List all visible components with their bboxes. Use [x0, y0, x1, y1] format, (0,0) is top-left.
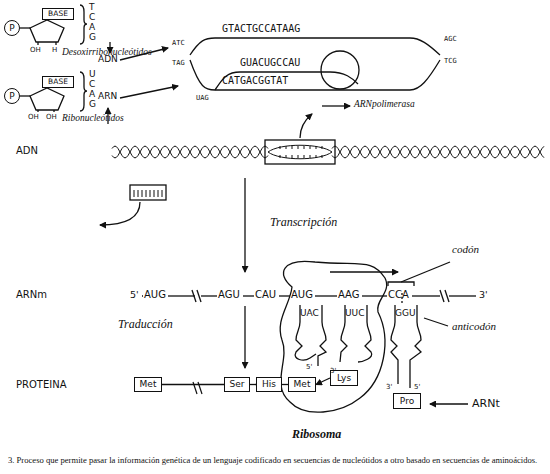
label: AUG	[144, 290, 166, 300]
label: PROTEINA	[16, 380, 67, 390]
label: H	[52, 47, 57, 54]
label: ARNpolimerasa	[354, 100, 415, 110]
text-box: Pro	[393, 393, 421, 409]
label: codón	[452, 244, 479, 255]
node-text: Pro	[400, 397, 414, 406]
label: Ribosoma	[292, 428, 341, 440]
label: A	[89, 90, 95, 99]
label: UUC	[345, 309, 364, 318]
label: C	[89, 80, 95, 89]
phosphate-circle: P	[4, 20, 20, 36]
label: ADN	[16, 146, 38, 156]
label: A	[89, 23, 95, 32]
node-text: Met	[294, 380, 311, 389]
label: 5'	[414, 384, 420, 391]
node-text: Met	[140, 380, 157, 389]
label: OH	[30, 47, 41, 54]
label: 3'	[479, 290, 488, 300]
label: GUACUGCCAU	[240, 58, 300, 68]
phosphate-circle: P	[4, 88, 20, 104]
label: Ribonucleótidos	[62, 114, 124, 124]
label: AAG	[338, 290, 360, 300]
label: TCG	[444, 58, 457, 65]
text-box: BASE	[42, 8, 74, 20]
label: ATC	[172, 40, 185, 47]
label: C	[89, 13, 95, 22]
label: ARNm	[16, 290, 47, 300]
text-box: Ser	[224, 377, 250, 392]
label: T	[89, 3, 95, 12]
label: OH	[28, 114, 39, 121]
node-text: His	[262, 380, 276, 389]
caption: 3. Proceso que permite pasar la informac…	[8, 456, 544, 465]
peptide-bond	[162, 384, 224, 385]
label: UAC	[300, 309, 319, 318]
label: CAU	[255, 290, 276, 300]
label: 5'	[306, 364, 312, 371]
text-box: Met	[134, 377, 162, 392]
node-text: P	[9, 24, 14, 33]
label: AGU	[218, 290, 240, 300]
label: G	[89, 100, 96, 109]
label: UAG	[196, 95, 209, 102]
node-text: BASE	[48, 78, 68, 86]
label: AUG	[291, 290, 313, 300]
label: Transcripción	[270, 216, 337, 228]
peptide-bond	[316, 378, 330, 385]
label: G	[89, 33, 96, 42]
text-box: BASE	[42, 76, 74, 88]
label: Traducción	[118, 318, 173, 330]
label: GTACTGCCATAAG	[222, 24, 300, 34]
label: AGC	[444, 36, 457, 43]
label: 3'	[386, 384, 392, 391]
label: U	[89, 70, 96, 79]
label: TAG	[172, 60, 185, 67]
node-text: P	[9, 92, 14, 101]
label: CATGACGGTAT	[222, 76, 288, 86]
label: 3'	[330, 368, 336, 375]
text-box: Met	[288, 377, 316, 392]
label: OH	[46, 114, 57, 121]
node-text: Ser	[230, 380, 245, 389]
label: 5'	[130, 290, 139, 300]
label: ADN	[98, 55, 118, 64]
node-text: BASE	[48, 10, 68, 18]
node-text: Lys	[337, 374, 351, 383]
text-box: His	[256, 377, 282, 392]
label: CCA	[388, 290, 409, 300]
label: anticodón	[452, 321, 496, 332]
label: GGU	[395, 309, 416, 318]
label: ARNt	[472, 398, 500, 409]
label: ARN	[98, 92, 117, 101]
